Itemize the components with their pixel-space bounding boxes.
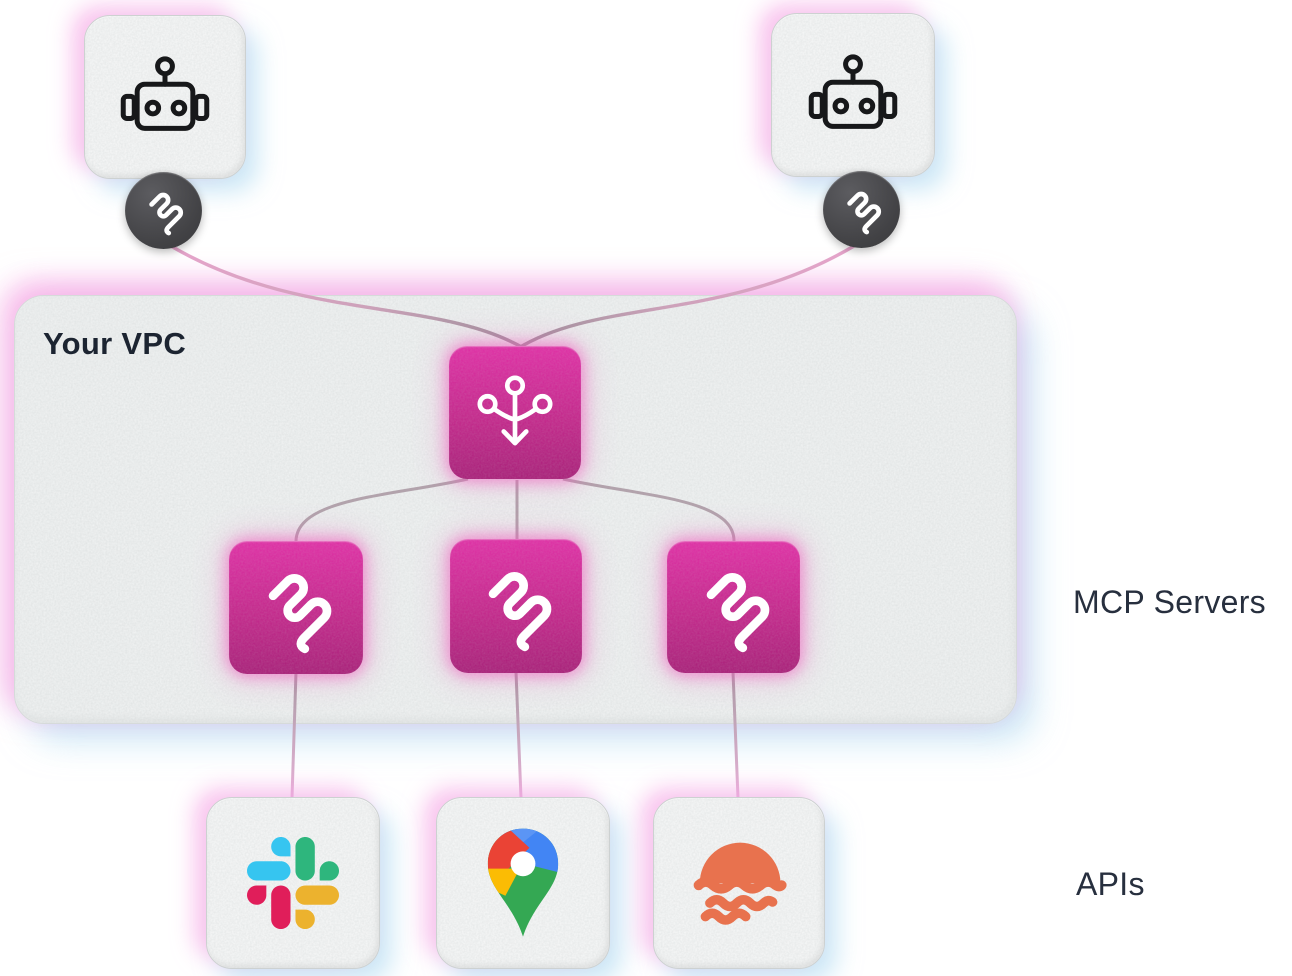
google-maps-pin-logo-icon xyxy=(487,828,559,937)
vpc-label: Your VPC xyxy=(43,326,187,361)
apis-label: APIs xyxy=(1076,866,1145,902)
api-node-slack xyxy=(206,797,380,969)
sunset-logo-icon xyxy=(693,842,787,925)
fan-in-merge-arrow-icon xyxy=(470,368,560,458)
mcp-logo-icon xyxy=(137,184,191,238)
slack-logo-icon xyxy=(247,837,339,929)
mcp-logo-icon xyxy=(684,557,784,657)
mcp-servers-label: MCP Servers xyxy=(1073,584,1266,620)
mcp-logo-icon xyxy=(246,558,346,658)
api-node-google-maps xyxy=(436,797,610,969)
mcp-server-node-3 xyxy=(667,541,800,673)
ai-agent-node-1 xyxy=(84,15,246,179)
robot-icon xyxy=(107,39,223,155)
robot-icon xyxy=(795,37,911,153)
mcp-logo-icon xyxy=(466,556,566,656)
mcp-server-node-1 xyxy=(229,541,363,674)
ai-agent-node-2 xyxy=(771,13,935,177)
api-node-sunset xyxy=(653,797,825,969)
mcp-badge-1 xyxy=(125,172,202,249)
mcp-badge-2 xyxy=(823,171,900,248)
mcp-logo-icon xyxy=(835,183,889,237)
mcp-server-node-2 xyxy=(450,539,582,673)
mcp-gateway-node xyxy=(449,346,581,479)
